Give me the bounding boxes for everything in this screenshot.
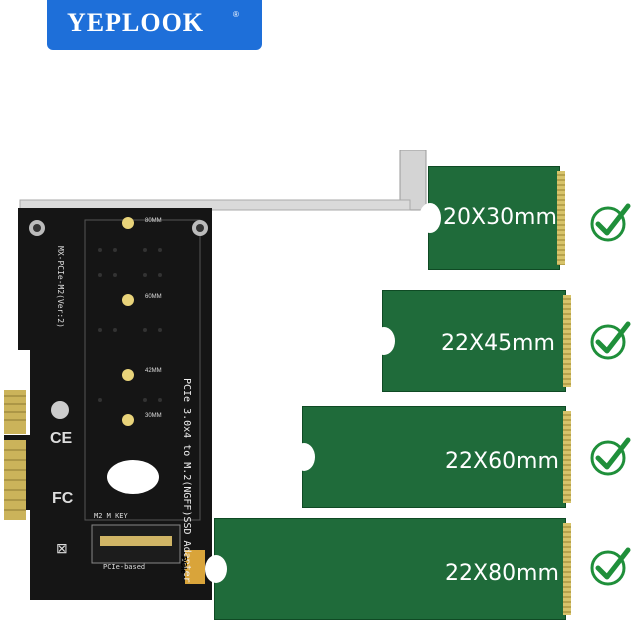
ssd-notch <box>373 327 395 355</box>
check-icon <box>590 547 631 586</box>
brand-registered-mark: ® <box>233 10 239 19</box>
ssd-module-22x45: 22X45mm <box>373 290 571 392</box>
gold-contacts <box>557 171 565 265</box>
check-icon <box>590 203 631 242</box>
pcb-title-text: PCIe 3.0x4 to M.2(NGFF)SSD Adapter <box>181 378 192 583</box>
pcie-adapter-card <box>4 150 427 600</box>
pcb-42mm-text: 42MM <box>145 368 162 374</box>
ssd-notch <box>205 555 227 583</box>
gold-contacts <box>563 295 571 387</box>
ssd-module-20x30: 20X30mm <box>419 166 565 270</box>
check-icon <box>590 437 631 476</box>
fc-mark: FC <box>52 490 74 507</box>
ssd-label-20x30: 20X30mm <box>443 205 557 230</box>
pcb-model-text: MX-PCIe-M2(Ver:2) <box>56 246 65 328</box>
pcb-60mm-text: 60MM <box>145 294 162 300</box>
gold-contacts <box>563 523 571 615</box>
pcb-pcie-based-text: PCIe-based <box>103 563 146 571</box>
ssd-module-22x60: 22X60mm <box>293 406 571 508</box>
ssd-notch <box>293 443 315 471</box>
pcb-m2-key-text: M2 M KEY <box>94 512 128 520</box>
ssd-module-22x80: 22X80mm <box>205 518 571 620</box>
ssd-label-22x80: 22X80mm <box>445 561 559 586</box>
ssd-label-22x45: 22X45mm <box>441 331 555 356</box>
brand-badge: YEPLOOK ® <box>47 0 262 50</box>
check-icon <box>590 321 631 360</box>
gold-contacts <box>563 411 571 503</box>
ce-mark: CE <box>50 430 73 447</box>
ssd-label-22x60: 22X60mm <box>445 449 559 474</box>
brand-name: YEPLOOK <box>67 8 205 37</box>
ssd-notch <box>419 203 441 233</box>
pcb-30mm-text: 30MM <box>145 413 162 419</box>
pcb-pcie-badge-text: PCIe <box>179 556 188 574</box>
pcb-80mm-text: 80MM <box>145 218 162 224</box>
weee-icon: ⊠ <box>56 540 68 556</box>
